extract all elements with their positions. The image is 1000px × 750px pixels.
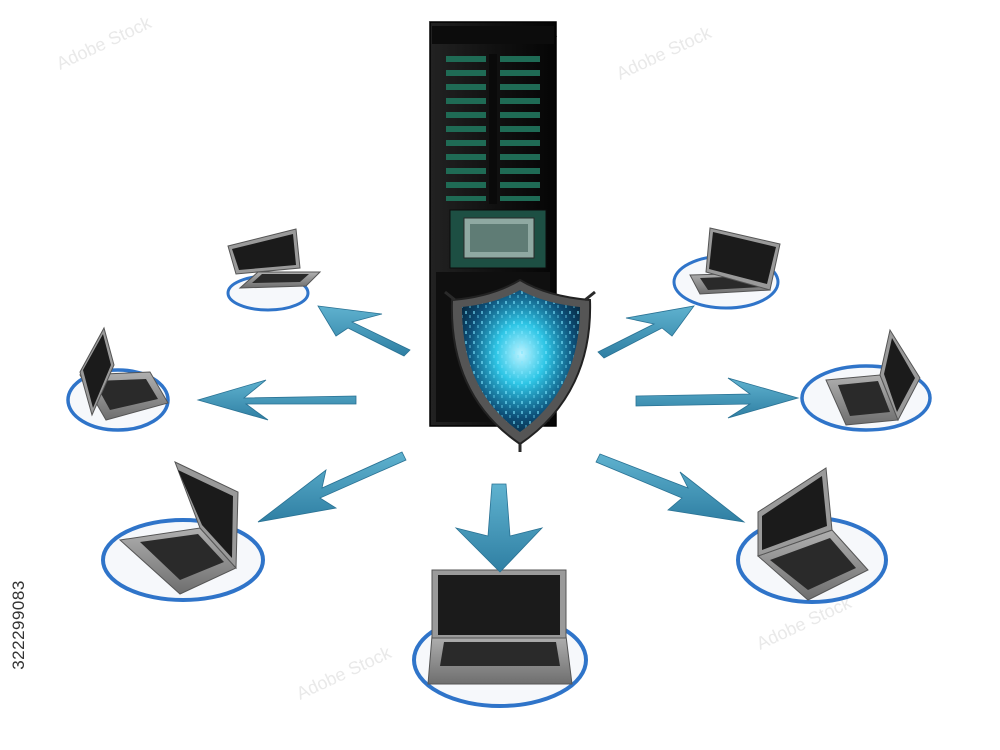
svg-text:Adobe Stock: Adobe Stock <box>53 12 155 74</box>
laptop-display <box>232 234 296 270</box>
laptop-right <box>800 328 932 432</box>
server-center-seam <box>489 54 497 204</box>
laptop-top-left <box>226 228 322 312</box>
arrow-down <box>454 483 544 573</box>
laptop-left <box>66 326 170 432</box>
arrow-right <box>635 377 800 419</box>
laptop-display <box>884 338 915 412</box>
laptop-display <box>438 575 560 635</box>
laptop-bottom-right <box>736 467 888 604</box>
svg-text:Adobe Stock: Adobe Stock <box>613 22 715 84</box>
arrows <box>196 305 800 573</box>
laptop-keyboard <box>252 274 309 283</box>
server-vents <box>446 56 540 201</box>
laptop-display <box>762 476 827 550</box>
arrow-top-right <box>597 305 695 359</box>
arrow-top-left <box>317 305 411 357</box>
laptop-keyboard <box>838 381 890 416</box>
laptop-top-right <box>672 227 781 310</box>
laptop-display <box>83 334 111 408</box>
laptop-display <box>709 232 776 284</box>
stock-id-text: 322299083 <box>9 580 28 670</box>
laptop-keyboard <box>770 538 856 590</box>
arrow-bottom-left <box>257 451 407 523</box>
shield-icon <box>444 278 596 452</box>
stock-id-label: 322299083 <box>4 510 34 740</box>
laptop-bottom-center <box>412 569 588 708</box>
laptop-display <box>178 470 233 558</box>
laptop-keyboard <box>94 379 158 410</box>
laptop-keyboard <box>440 642 560 666</box>
laptop-bottom-left <box>101 461 265 602</box>
laptop-keyboard <box>140 534 224 580</box>
arrow-bottom-right <box>595 453 746 523</box>
arrow-left <box>196 379 357 421</box>
svg-text:Adobe Stock: Adobe Stock <box>293 642 395 704</box>
